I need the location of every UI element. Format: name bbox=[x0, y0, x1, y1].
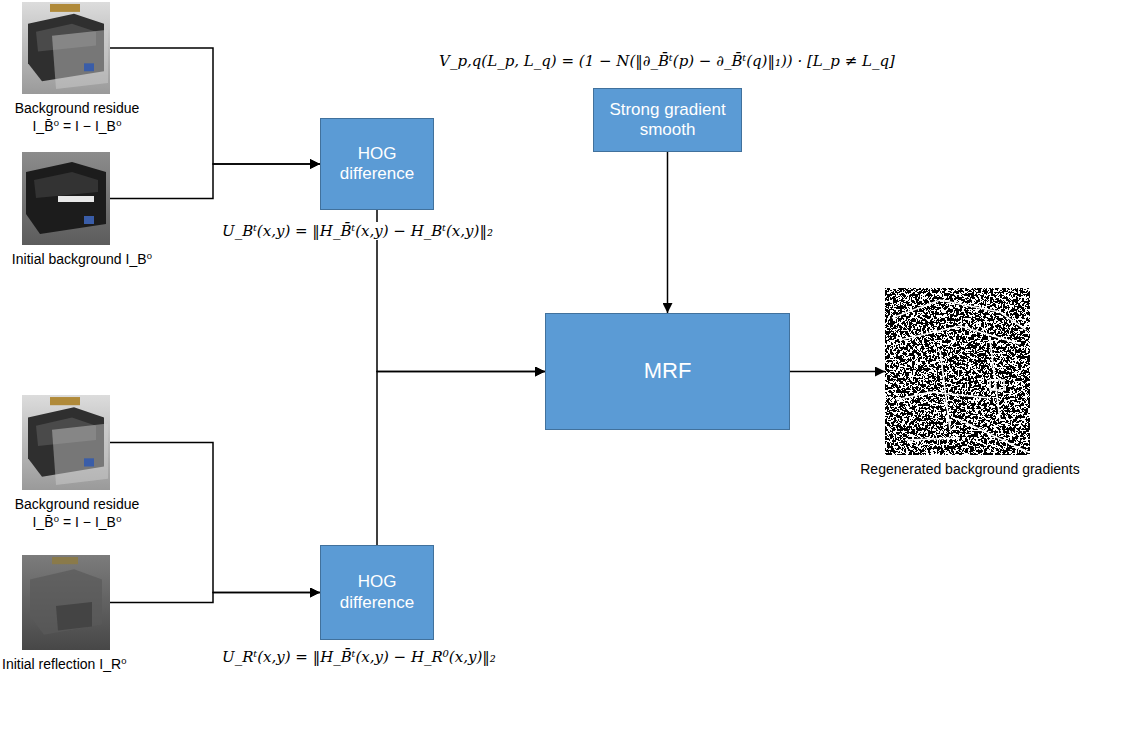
residue-photo bbox=[22, 395, 110, 490]
background-photo bbox=[22, 152, 110, 245]
photo-node: Background residue I_B̄⁰ = I − I_B⁰ bbox=[22, 395, 110, 490]
photo-node: Initial reflection I_R⁰ bbox=[22, 555, 110, 650]
image-caption: Initial reflection I_R⁰ bbox=[2, 656, 127, 672]
formula-label: U_Rᵗ(x,y) = ‖H_B̄ᵗ(x,y) − H_R⁰(x,y)‖₂ bbox=[220, 648, 498, 666]
formula-label: U_Bᵗ(x,y) = ‖H_B̄ᵗ(x,y) − H_Bᵗ(x,y)‖₂ bbox=[220, 222, 495, 240]
formula-label: V_p,q(L_p, L_q) = (1 − N(‖∂_B̄ᵗ(p) − ∂_B… bbox=[437, 52, 897, 70]
flow-arrow bbox=[110, 164, 320, 199]
gradient-map bbox=[885, 288, 1030, 455]
image-caption: Initial background I_B⁰ bbox=[12, 251, 152, 267]
image-caption: Background residue I_B̄⁰ = I − I_B⁰ bbox=[15, 496, 140, 530]
flow-arrow bbox=[110, 48, 320, 164]
flow-arrow bbox=[667, 152, 669, 313]
photo-node: Initial background I_B⁰ bbox=[22, 152, 110, 245]
flow-arrow bbox=[110, 443, 320, 593]
formula-holder: U_Bᵗ(x,y) = ‖H_B̄ᵗ(x,y) − H_Bᵗ(x,y)‖₂ bbox=[220, 222, 495, 240]
process-box: MRF bbox=[545, 313, 790, 430]
image-caption: Regenerated background gradients bbox=[860, 461, 1080, 477]
formula-holder: V_p,q(L_p, L_q) = (1 − N(‖∂_B̄ᵗ(p) − ∂_B… bbox=[437, 52, 897, 70]
caption-holder: Background residue I_B̄⁰ = I − I_B⁰ bbox=[2, 495, 152, 531]
reflection-photo bbox=[22, 555, 110, 650]
box-label: Strong gradient smooth bbox=[600, 100, 735, 141]
box-label: HOG difference bbox=[327, 572, 427, 613]
image-caption: Background residue I_B̄⁰ = I − I_B⁰ bbox=[15, 100, 140, 134]
flow-arrow bbox=[790, 371, 885, 373]
caption-holder: Background residue I_B̄⁰ = I − I_B⁰ bbox=[2, 99, 152, 135]
caption-holder: Initial reflection I_R⁰ bbox=[2, 655, 192, 673]
flow-arrow bbox=[110, 593, 320, 603]
box-label: MRF bbox=[644, 358, 692, 384]
photo-node: Background residue I_B̄⁰ = I − I_B⁰ bbox=[22, 2, 110, 94]
process-box: HOG difference bbox=[320, 545, 434, 640]
process-box: HOG difference bbox=[320, 118, 434, 210]
flow-arrow bbox=[377, 372, 545, 546]
caption-holder: Regenerated background gradients bbox=[820, 460, 1120, 478]
process-box: Strong gradient smooth bbox=[593, 88, 742, 152]
caption-holder: Initial background I_B⁰ bbox=[2, 250, 162, 268]
box-label: HOG difference bbox=[327, 144, 427, 185]
residue-photo bbox=[22, 2, 110, 94]
formula-holder: U_Rᵗ(x,y) = ‖H_B̄ᵗ(x,y) − H_R⁰(x,y)‖₂ bbox=[220, 648, 498, 666]
result-image-node: Regenerated background gradients bbox=[885, 288, 1030, 455]
